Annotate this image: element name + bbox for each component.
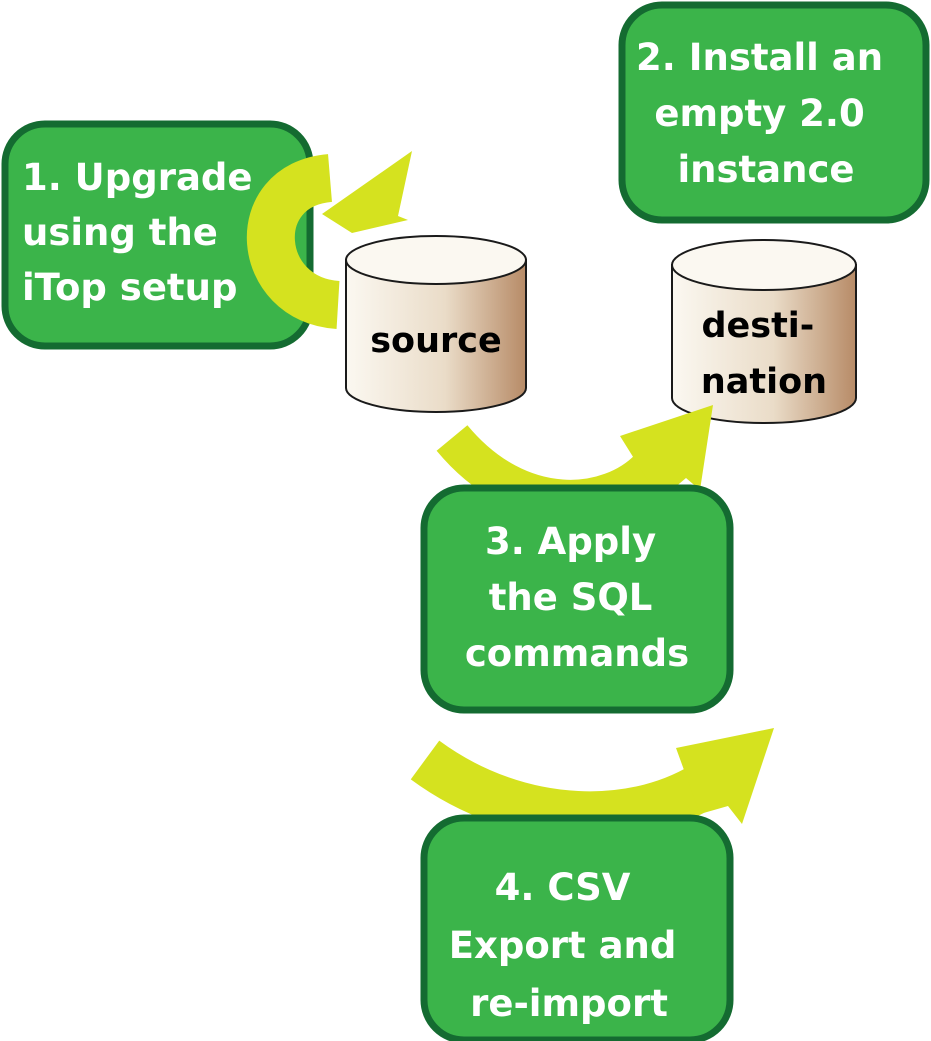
step-1-line: using the	[22, 211, 218, 254]
destination-label: desti- nation	[701, 306, 827, 402]
step-3-line: commands	[465, 632, 689, 675]
step-4-label: 4. CSV Export and re-import	[449, 866, 690, 1025]
step-1-line: 1. Upgrade	[22, 156, 253, 199]
step-3-line: the SQL	[489, 576, 653, 619]
step-2-line: 2. Install an	[636, 36, 883, 79]
destination-line: desti-	[701, 306, 814, 346]
source-label: source	[370, 321, 502, 361]
destination-line: nation	[701, 362, 827, 402]
step-2-line: instance	[677, 148, 854, 191]
step-4-line: re-import	[470, 982, 668, 1025]
step-2-line: empty 2.0	[654, 92, 864, 135]
step-4-box: 4. CSV Export and re-import	[420, 814, 734, 1041]
curved-arrow-icon	[410, 728, 774, 840]
step-1-line: iTop setup	[22, 266, 237, 309]
step-1-box: 1. Upgrade using the iTop setup	[1, 120, 314, 350]
step-3-label: 3. Apply the SQL commands	[465, 520, 689, 675]
step-3-line: 3. Apply	[485, 520, 656, 563]
step-2-label: 2. Install an empty 2.0 instance	[636, 36, 896, 191]
destination-database-icon: desti- nation	[671, 239, 857, 424]
circular-arrow-icon	[246, 151, 412, 329]
source-database-icon: source	[345, 235, 527, 413]
step-2-box: 2. Install an empty 2.0 instance	[618, 1, 930, 224]
step-4-line: 4. CSV	[495, 866, 631, 909]
step-4-line: Export and	[449, 924, 677, 967]
source-line: source	[370, 321, 502, 361]
step-1-label: 1. Upgrade using the iTop setup	[22, 156, 265, 309]
step-3-box: 3. Apply the SQL commands	[420, 484, 734, 714]
